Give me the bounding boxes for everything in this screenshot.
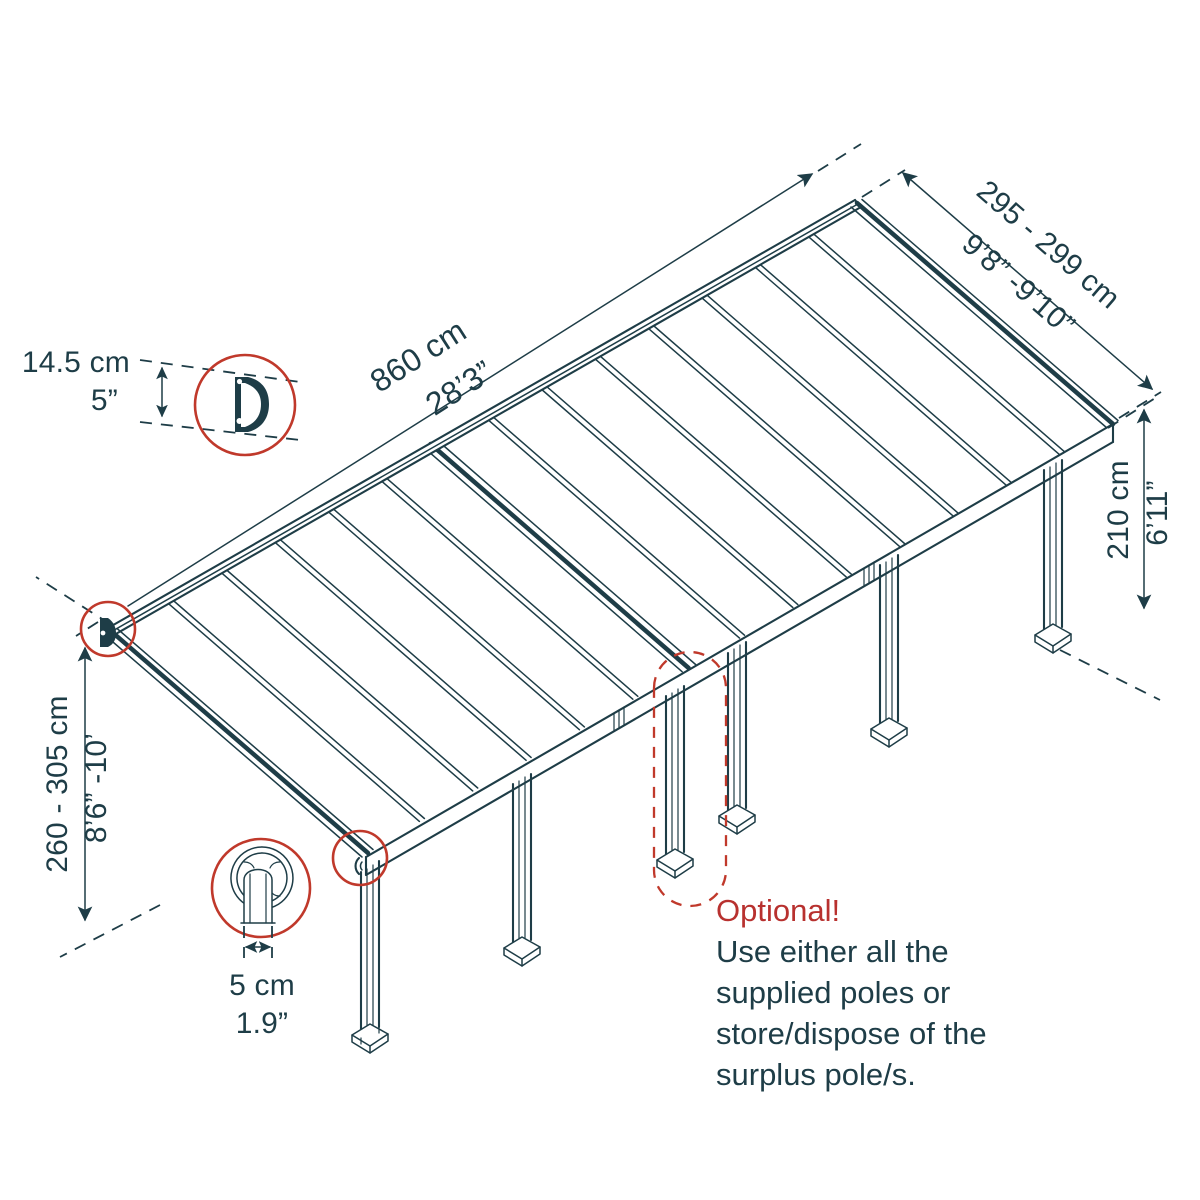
optional-note-line-2: supplied poles or: [716, 975, 950, 1010]
post-width-imperial-label: 1.9”: [236, 1007, 289, 1040]
optional-note-line-4: surplus pole/s.: [716, 1057, 916, 1092]
wall-height-metric-label: 260 - 305 cm: [41, 695, 74, 873]
wall-bracket-circle: [79, 600, 137, 658]
post-2-base: [503, 936, 541, 967]
post-5-base: [870, 717, 908, 748]
post-cap-shape: [230, 846, 294, 924]
front-height-metric-label: 210 cm: [1102, 460, 1135, 560]
support-posts: [351, 458, 1072, 1054]
optional-note-line-1: Use either all the: [716, 934, 949, 969]
post-6: [1034, 458, 1072, 654]
dimension-wall-height: 260 - 305 cm 8’6” -10’: [35, 576, 161, 958]
post-4: [718, 640, 756, 835]
optional-note-line-3: store/dispose of the: [716, 1016, 987, 1051]
post-1-base: [351, 1023, 389, 1054]
post-cap-callout: 5 cm 1.9”: [210, 829, 389, 1040]
post-width-metric-label: 5 cm: [229, 969, 295, 1002]
dimension-front-height: 210 cm 6’11”: [1059, 394, 1174, 701]
post-6-base: [1034, 623, 1072, 654]
gutter-left-endcap: [354, 856, 363, 876]
profile-section-callout: 14.5 cm 5”: [22, 346, 301, 457]
optional-note: Optional! Use either all the supplied po…: [716, 893, 987, 1092]
wall-bracket-callout: [79, 600, 137, 658]
left-side-beam: [105, 627, 374, 858]
wall-bracket-shape: [100, 618, 116, 647]
highlighted-rafter: [428, 441, 691, 671]
post-cap-circle: [210, 837, 312, 939]
wall-height-imperial-label: 8’6” -10’: [80, 733, 113, 843]
post-1: [351, 859, 389, 1054]
profile-callout-circle: [193, 353, 297, 457]
post-4-base: [718, 804, 756, 835]
profile-metric-label: 14.5 cm: [22, 346, 130, 379]
post-3-optional: [656, 684, 694, 879]
post-3-base: [656, 848, 694, 879]
profile-imperial-label: 5”: [91, 384, 118, 417]
wall-beam: [106, 198, 863, 637]
post-2: [503, 772, 541, 967]
gutter-joiner-marks: [613, 561, 875, 732]
d-profile-shape: [235, 377, 269, 432]
front-height-imperial-label: 6’11”: [1141, 480, 1174, 545]
post-5: [870, 553, 908, 748]
gutter-corner-circle: [331, 829, 389, 887]
optional-note-heading: Optional!: [716, 893, 840, 928]
